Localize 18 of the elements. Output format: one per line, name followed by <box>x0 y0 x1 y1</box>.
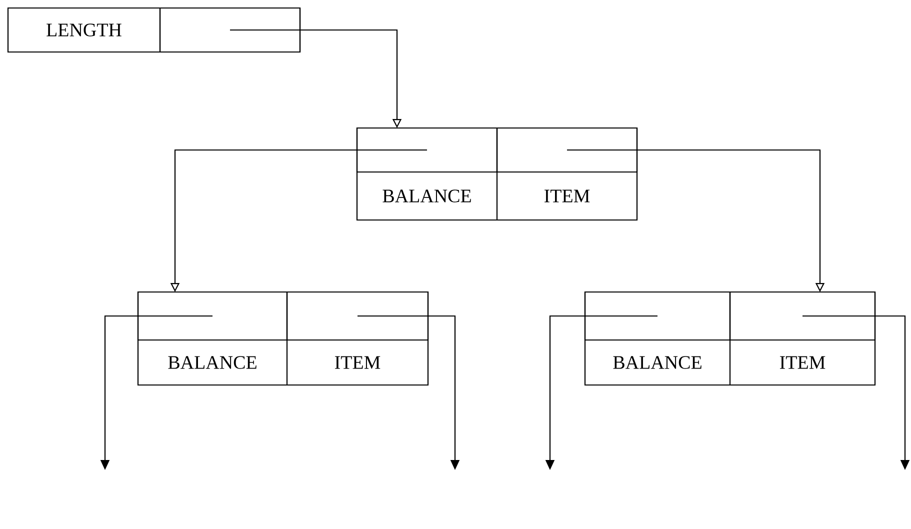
pointer-cell <box>356 127 498 173</box>
pointer-cell <box>496 127 638 173</box>
cell-label: ITEM <box>780 356 826 369</box>
cell-label: BALANCE <box>382 190 471 202</box>
record-box <box>584 291 876 386</box>
cell-label: LENGTH <box>46 24 122 36</box>
pointer-cell <box>584 291 731 341</box>
cell-label: ITEM <box>544 190 590 202</box>
cell-label: ITEM <box>334 356 380 369</box>
pointer-cell <box>159 7 301 53</box>
record-box <box>137 291 429 386</box>
record-box <box>356 127 638 221</box>
pointer-cell <box>137 291 288 341</box>
pointer-cell <box>729 291 876 341</box>
cell-label: BALANCE <box>613 356 702 369</box>
pointer-cell <box>286 291 429 341</box>
cell-label: BALANCE <box>168 356 256 369</box>
record-box <box>7 7 301 53</box>
